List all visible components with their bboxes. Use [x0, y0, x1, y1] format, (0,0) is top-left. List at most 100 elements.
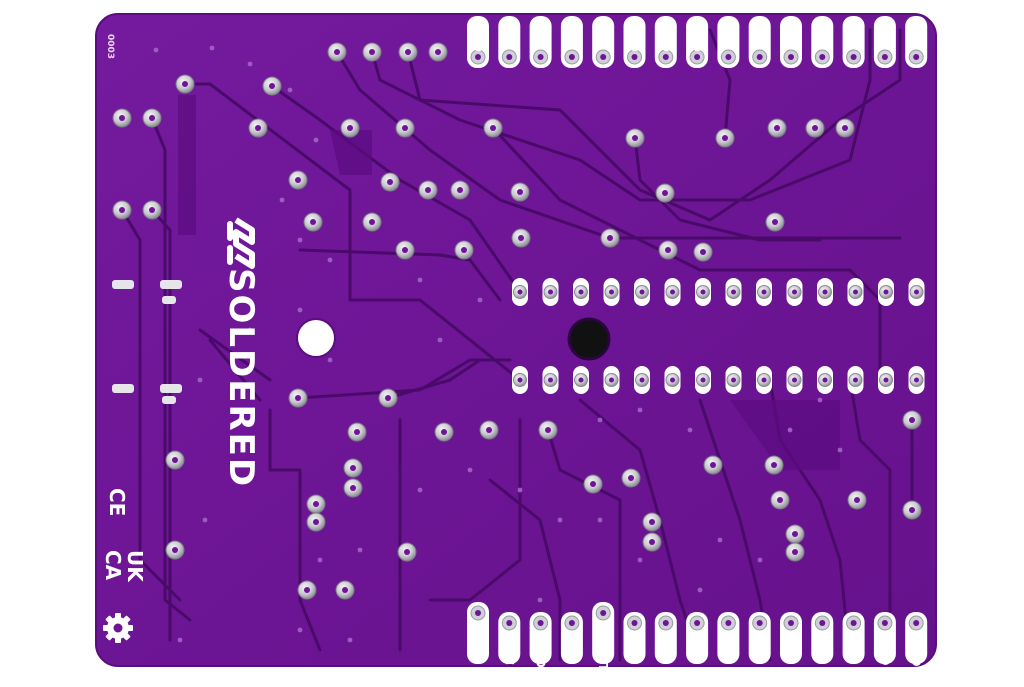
brand-text: SOLDERED — [221, 268, 261, 488]
pin-label-text: GND — [659, 21, 673, 52]
via — [477, 297, 483, 303]
pin-label-text: VCC — [721, 21, 735, 49]
ic-pad — [603, 366, 620, 394]
pin-label-d2: D2 — [592, 16, 615, 68]
ce-mark: CE — [105, 488, 129, 516]
ic-pad — [786, 366, 803, 394]
via — [247, 61, 253, 67]
pin-label-text: D12 — [847, 637, 861, 665]
th-pad — [642, 532, 662, 552]
pin-label-rxd: RXD — [905, 612, 928, 667]
th-pad — [703, 455, 723, 475]
pin-label-text: D2 — [596, 21, 610, 40]
th-pad — [902, 500, 922, 520]
pin-label-text: VBAT — [471, 627, 485, 664]
pin-label-gnd: GND — [623, 16, 646, 68]
via — [297, 627, 303, 633]
pin-label-vbat: VBAT — [467, 602, 489, 664]
th-pad — [642, 512, 662, 532]
pin-label-text: GND — [471, 21, 485, 52]
via — [817, 397, 823, 403]
pin-label-text: D3 — [565, 21, 579, 40]
pin-label-text: RESET — [596, 627, 610, 672]
th-pad — [398, 42, 418, 62]
copper-trace — [183, 82, 522, 382]
pin-label-a4: A4 — [905, 16, 928, 68]
th-pad — [297, 580, 317, 600]
ic-pad — [542, 278, 559, 306]
ic-footprint-pads — [512, 278, 925, 394]
via — [347, 637, 353, 643]
ic-pad — [634, 366, 650, 394]
copper-trace — [150, 116, 192, 622]
copper-trace — [208, 338, 262, 402]
th-pad — [347, 422, 367, 442]
copper-trace — [120, 208, 182, 602]
th-pad — [262, 76, 282, 96]
via — [313, 137, 319, 143]
pin-label-text: GND — [690, 21, 704, 52]
copper-trace — [708, 28, 732, 140]
pin-label-a2: A2 — [811, 16, 834, 68]
ic-pad — [603, 278, 620, 306]
pin-label-txd: TXD — [873, 612, 896, 666]
pin-label-text: TXD — [878, 637, 892, 666]
via — [197, 377, 203, 383]
via — [417, 487, 423, 493]
pin-label-a0: A0 — [748, 16, 771, 68]
copper-trace — [386, 358, 482, 400]
copper-trace — [491, 126, 882, 382]
via — [417, 277, 423, 283]
pin-label-text: D5 — [502, 21, 516, 40]
pin-label-gnd: GND — [654, 16, 677, 68]
th-pad — [483, 118, 503, 138]
pin-label-a1: A1 — [780, 16, 802, 68]
th-pad — [658, 240, 678, 260]
pin-label-text: A4 — [909, 21, 923, 40]
via — [837, 447, 843, 453]
ic-pad — [695, 278, 711, 306]
via — [279, 197, 285, 203]
oshw-gear-icon — [103, 613, 133, 643]
pin-label-text: D13 — [784, 637, 798, 665]
th-pad — [175, 74, 195, 94]
via — [327, 357, 333, 363]
through-hole-pads — [112, 42, 922, 600]
via — [517, 487, 523, 493]
tiny-board-mark: 0003 — [105, 34, 115, 59]
pin-label-d13: D13 — [780, 612, 802, 665]
pin-label-text: A5 — [878, 21, 892, 40]
vias — [153, 45, 843, 643]
th-pad — [418, 180, 438, 200]
th-pad — [378, 388, 398, 408]
ic-pad — [878, 366, 894, 394]
ic-pad — [725, 366, 742, 394]
th-pad — [112, 200, 132, 220]
via — [597, 517, 603, 523]
mounting-hole-icon — [296, 318, 336, 358]
ic-pad — [664, 366, 681, 394]
th-pad — [450, 180, 470, 200]
via — [637, 557, 643, 563]
via — [153, 47, 159, 53]
th-pad — [785, 524, 805, 544]
th-pad — [715, 128, 735, 148]
th-pad — [395, 240, 415, 260]
th-pad — [583, 474, 603, 494]
pin-label-text: D4 — [534, 21, 548, 40]
th-pad — [303, 212, 323, 232]
th-pad — [538, 420, 558, 440]
th-pad — [343, 458, 363, 478]
copper-trace — [488, 478, 562, 662]
pin-label-text: RXD — [909, 637, 923, 667]
pin-label-d6: D6 — [623, 612, 646, 664]
via — [597, 417, 603, 423]
via — [202, 517, 208, 523]
th-pad — [306, 512, 326, 532]
pin-label-d11: D11 — [811, 612, 834, 665]
th-pad — [693, 242, 713, 262]
th-pad — [805, 118, 825, 138]
